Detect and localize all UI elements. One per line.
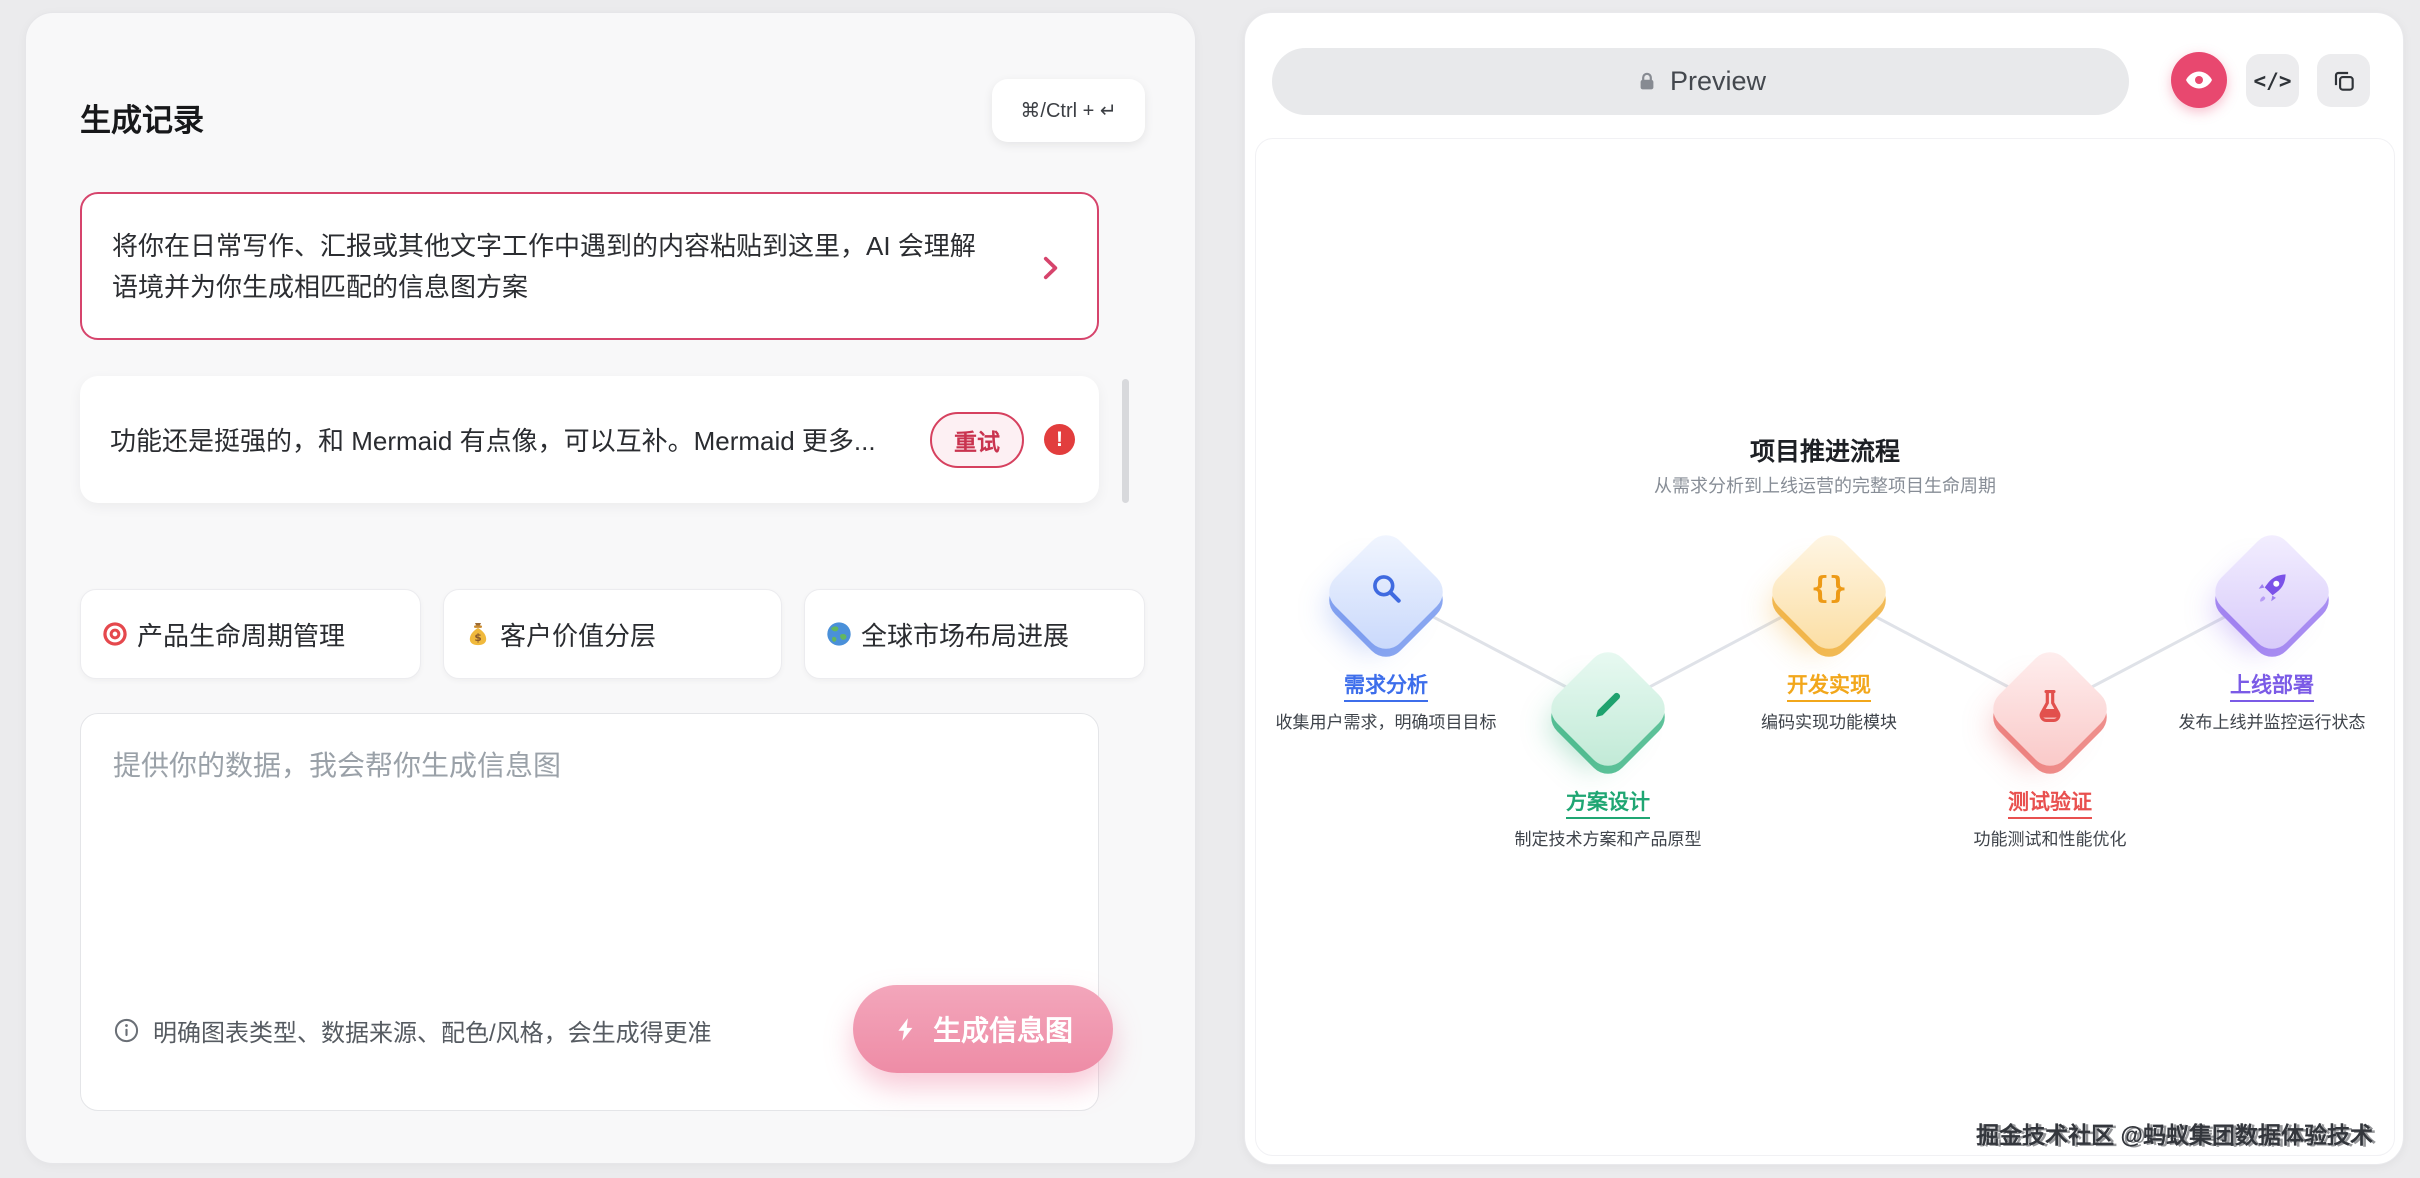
composer-hint: 明确图表类型、数据来源、配色/风格，会生成得更准 bbox=[113, 1010, 712, 1050]
diamond-node: {} bbox=[1763, 526, 1895, 666]
suggestion-chip-product-lifecycle[interactable]: 产品生命周期管理 bbox=[80, 589, 421, 679]
step-name: 方案设计 bbox=[1478, 786, 1738, 819]
search-icon bbox=[1373, 575, 1401, 603]
generate-label: 生成信息图 bbox=[932, 1015, 1073, 1046]
composer-card: 提供你的数据，我会帮你生成信息图 明确图表类型、数据来源、配色/风格，会生成得更… bbox=[80, 713, 1113, 1111]
history-item[interactable]: 功能还是挺强的，和 Mermaid 有点像，可以互补。Mermaid 更多...… bbox=[80, 376, 1099, 503]
suggestion-chip-global-market[interactable]: 全球市场布局进展 bbox=[804, 589, 1145, 679]
target-icon bbox=[103, 622, 127, 646]
watermark: 掘金技术社区 @蚂蚁集团数据体验技术 bbox=[1976, 1122, 2373, 1148]
view-code-button[interactable]: </> bbox=[2246, 54, 2299, 107]
chevron-right-icon bbox=[1043, 256, 1058, 280]
globe-icon bbox=[827, 622, 851, 646]
preview-tab[interactable]: Preview bbox=[1272, 48, 2129, 115]
step-name: 上线部署 bbox=[2142, 669, 2402, 702]
error-icon: ! bbox=[1044, 424, 1075, 455]
moneybag-icon: $ bbox=[469, 623, 487, 646]
keyboard-shortcut-hint: ⌘/Ctrl + ↵ bbox=[992, 79, 1145, 142]
retry-button[interactable]: 重试 bbox=[930, 411, 1024, 468]
flask-icon bbox=[2039, 689, 2061, 722]
step-desc: 制定技术方案和产品原型 bbox=[1514, 830, 1702, 849]
step-desc: 收集用户需求，明确项目目标 bbox=[1275, 713, 1497, 732]
suggestion-chip-customer-value[interactable]: $ 客户价值分层 bbox=[443, 589, 782, 679]
paste-content-banner[interactable]: 将你在日常写作、汇报或其他文字工作中遇到的内容粘贴到这里，AI 会理解语境并为你… bbox=[80, 192, 1099, 340]
diamond-node bbox=[1984, 643, 2116, 783]
diamond-node bbox=[2206, 526, 2338, 666]
toggle-visibility-button[interactable] bbox=[2171, 52, 2227, 108]
diamond-node bbox=[1542, 643, 1674, 783]
input-placeholder: 提供你的数据，我会帮你生成信息图 bbox=[113, 750, 562, 781]
copy-button[interactable] bbox=[2317, 54, 2370, 107]
info-icon bbox=[114, 1018, 139, 1042]
hint-text: 明确图表类型、数据来源、配色/风格，会生成得更准 bbox=[153, 1019, 712, 1047]
suggestion-label: 产品生命周期管理 bbox=[137, 620, 346, 651]
step-desc: 功能测试和性能优化 bbox=[1973, 830, 2127, 849]
infographic-subtitle: 从需求分析到上线运营的完整项目生命周期 bbox=[1654, 476, 1996, 496]
step-name: 开发实现 bbox=[1699, 669, 1959, 702]
pencil-icon bbox=[1596, 692, 1621, 717]
generate-infographic-button[interactable]: 生成信息图 bbox=[853, 985, 1113, 1073]
infographic-title: 项目推进流程 bbox=[1749, 438, 1900, 466]
step-name: 测试验证 bbox=[1920, 786, 2180, 819]
lightning-icon bbox=[898, 1017, 913, 1041]
generation-history-panel: 生成记录 ⌘/Ctrl + ↵ 将你在日常写作、汇报或其他文字工作中遇到的内容粘… bbox=[25, 12, 1196, 1164]
banner-text: 将你在日常写作、汇报或其他文字工作中遇到的内容粘贴到这里，AI 会理解语境并为你… bbox=[112, 231, 976, 302]
step-desc: 编码实现功能模块 bbox=[1761, 713, 1897, 732]
lock-icon bbox=[1640, 72, 1654, 89]
data-input[interactable]: 提供你的数据，我会帮你生成信息图 bbox=[81, 714, 1098, 1110]
panel-title: 生成记录 bbox=[80, 103, 204, 138]
history-item-text: 功能还是挺强的，和 Mermaid 有点像，可以互补。Mermaid 更多... bbox=[110, 426, 876, 456]
shortcut-text: ⌘/Ctrl + ↵ bbox=[1020, 100, 1117, 122]
copy-icon bbox=[2334, 71, 2354, 91]
preview-panel: Preview </> 项目推进流程 从需求分析到上线运营的完整项目生命周期 bbox=[1244, 12, 2404, 1165]
svg-text:$: $ bbox=[474, 632, 481, 644]
step-name: 需求分析 bbox=[1256, 669, 1516, 702]
braces-icon: {} bbox=[1810, 570, 1848, 606]
preview-label: Preview bbox=[1669, 66, 1767, 96]
diamond-node bbox=[1320, 526, 1452, 666]
rocket-icon bbox=[2258, 574, 2286, 602]
eye-icon bbox=[2186, 71, 2212, 89]
code-icon: </> bbox=[2253, 68, 2292, 93]
history-scrollbar[interactable] bbox=[1122, 379, 1129, 503]
suggestion-label: 客户价值分层 bbox=[500, 620, 657, 651]
suggestion-label: 全球市场布局进展 bbox=[861, 620, 1070, 651]
step-desc: 发布上线并监控运行状态 bbox=[2178, 713, 2366, 732]
